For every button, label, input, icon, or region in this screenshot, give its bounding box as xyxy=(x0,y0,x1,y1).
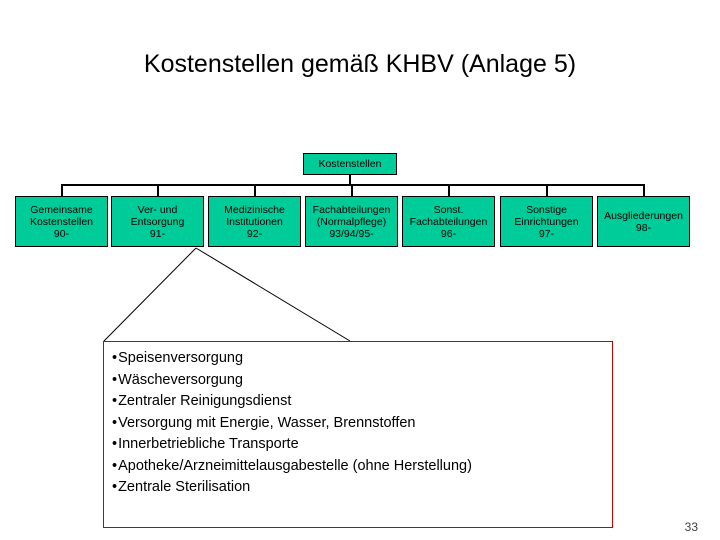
list-item: •Innerbetriebliche Transporte xyxy=(112,434,606,456)
bullet-glyph: • xyxy=(112,350,118,366)
node-label-line3: 91- xyxy=(149,227,166,240)
node-label-line1: Sonst. xyxy=(433,203,464,216)
node-ausgliederungen: Ausgliederungen 98- xyxy=(597,196,690,247)
connector-drop-6 xyxy=(643,184,645,196)
node-label-line1: Sonstige xyxy=(526,203,567,216)
bullet-glyph: • xyxy=(112,457,118,474)
connector-drop-1 xyxy=(157,184,159,196)
node-label-line2: Kostenstellen xyxy=(29,215,94,228)
connector-drop-5 xyxy=(546,184,548,196)
list-item-label: Speisenversorgung xyxy=(118,350,244,366)
node-label-line3: 92- xyxy=(246,227,263,240)
node-label-line2: Institutionen xyxy=(226,215,283,228)
list-item: •Zentrale Sterilisation xyxy=(112,477,606,499)
list-item: •Versorgung mit Energie, Wasser, Brennst… xyxy=(112,413,606,435)
bullet-glyph: • xyxy=(112,414,118,431)
list-item-label: Apotheke/Arzneimittelausgabestelle (ohne… xyxy=(118,457,472,474)
bullet-glyph: • xyxy=(112,436,118,452)
node-label-line2: Fachabteilungen xyxy=(409,215,488,228)
list-item-label: Zentrale Sterilisation xyxy=(118,479,251,495)
list-item-label: Versorgung mit Energie, Wasser, Brennsto… xyxy=(118,414,416,431)
list-item-label: Zentraler Reinigungsdienst xyxy=(118,393,292,409)
list-item: •Zentraler Reinigungsdienst xyxy=(112,391,606,413)
node-label-line1: Kostenstellen xyxy=(318,158,382,170)
list-item: •Apotheke/Arzneimittelausgabestelle (ohn… xyxy=(112,456,606,478)
node-label-line3: 97- xyxy=(538,227,555,240)
callout-list: •Speisenversorgung •Wäscheversorgung •Ze… xyxy=(112,348,606,499)
page-number: 33 xyxy=(684,520,698,534)
node-label-line3: 90- xyxy=(53,227,70,240)
list-item-label: Innerbetriebliche Transporte xyxy=(118,436,299,452)
connector-drop-4 xyxy=(448,184,450,196)
node-sonstige-fachabteilungen: Sonst. Fachabteilungen 96- xyxy=(402,196,495,247)
node-label-line3: 96- xyxy=(440,227,457,240)
node-label-line2: Einrichtungen xyxy=(514,215,579,228)
list-item: •Speisenversorgung xyxy=(112,348,606,370)
node-ver-und-entsorgung: Ver- und Entsorgung 91- xyxy=(111,196,204,247)
node-label-line2: Entsorgung xyxy=(130,215,185,228)
node-label-line1: Ausgliederungen xyxy=(604,209,683,222)
node-label-line2: (Normalpflege) xyxy=(316,215,387,228)
callout-box: •Speisenversorgung •Wäscheversorgung •Ze… xyxy=(103,341,613,528)
connector-trunk xyxy=(349,175,351,185)
node-label-line1: Medizinische xyxy=(224,203,285,216)
node-label-line3: 93/94/95- xyxy=(329,227,374,240)
node-gemeinsame-kostenstellen: Gemeinsame Kostenstellen 90- xyxy=(15,196,108,247)
connector-drop-2 xyxy=(254,184,256,196)
node-label-line1: Ver- und xyxy=(137,203,178,216)
page-title: Kostenstellen gemäß KHBV (Anlage 5) xyxy=(143,50,577,78)
node-sonstige-einrichtungen: Sonstige Einrichtungen 97- xyxy=(500,196,593,247)
node-medizinische-institutionen: Medizinische Institutionen 92- xyxy=(208,196,301,247)
bullet-glyph: • xyxy=(112,479,118,495)
node-label-line1: Fachabteilungen xyxy=(312,203,391,216)
node-label-line1: Gemeinsame xyxy=(30,203,93,216)
node-fachabteilungen-normalpflege: Fachabteilungen (Normalpflege) 93/94/95- xyxy=(305,196,398,247)
connector-drop-0 xyxy=(61,184,63,196)
connector-drop-3 xyxy=(351,184,353,196)
list-item-label: Wäscheversorgung xyxy=(118,371,243,388)
bullet-glyph: • xyxy=(112,393,118,409)
node-label-line2: 98- xyxy=(635,221,652,234)
list-item: •Wäscheversorgung xyxy=(112,370,606,392)
node-kostenstellen-root: Kostenstellen xyxy=(303,153,397,175)
bullet-glyph: • xyxy=(112,371,118,388)
